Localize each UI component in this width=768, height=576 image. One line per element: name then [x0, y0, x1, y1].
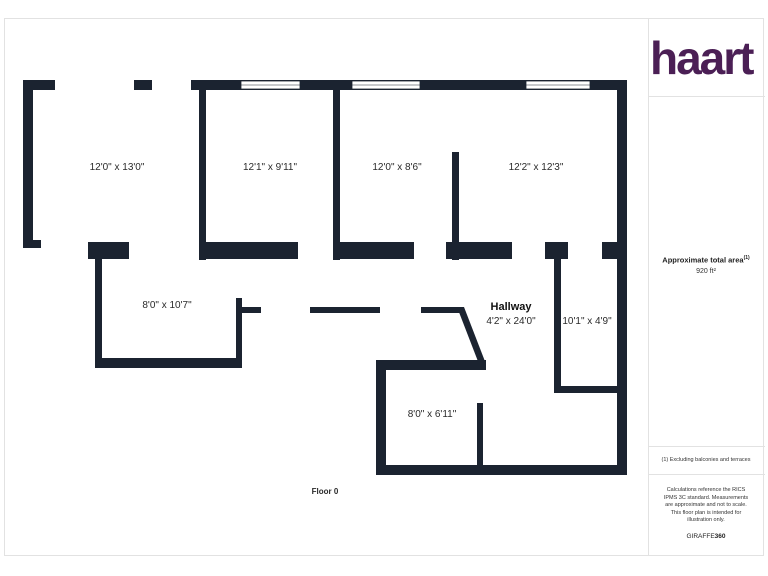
wall	[376, 465, 627, 475]
walls	[23, 80, 627, 475]
plan-frame	[4, 18, 764, 556]
wall	[554, 386, 627, 393]
floor-plan	[23, 80, 627, 475]
disclaimer: Calculations reference the RICS IPMS 3C …	[663, 487, 749, 523]
room-dimensions-5: 8'0" x 10'7"	[142, 300, 192, 311]
wall	[88, 242, 129, 259]
wall	[421, 307, 463, 313]
credit-suffix: 360	[714, 533, 726, 540]
area-superscript: (1)	[743, 255, 750, 261]
floor-label: Floor 0	[311, 487, 339, 496]
wall	[617, 80, 627, 475]
wall	[376, 360, 486, 370]
area-label: Approximate total area(1)	[652, 255, 760, 265]
haart-logo: haart	[650, 32, 754, 84]
wall	[236, 298, 242, 368]
wall	[95, 242, 102, 368]
wall	[134, 80, 152, 90]
wall	[452, 152, 459, 260]
area-value: 920 ft²	[696, 268, 716, 275]
room-dimensions-2: 12'1" x 9'11"	[242, 162, 298, 173]
area-label-text: Approximate total area	[662, 255, 744, 265]
giraffe360-credit: GIRAFFE360	[652, 533, 760, 540]
wall	[199, 242, 298, 259]
wall	[446, 242, 512, 259]
room-dimensions-1: 12'0" x 13'0"	[89, 162, 145, 173]
wall	[333, 80, 340, 260]
wall	[95, 358, 242, 368]
wall	[23, 80, 55, 90]
room-dimensions-7: 10'1" x 4'9"	[562, 316, 612, 327]
wall	[477, 403, 483, 465]
room-dimensions-8: 8'0" x 6'11"	[407, 409, 457, 420]
info-sidebar	[648, 18, 765, 556]
wall	[23, 80, 33, 248]
logo-section	[649, 18, 765, 97]
wall	[23, 240, 41, 248]
room-dimensions-3: 12'0" x 8'6"	[372, 162, 422, 173]
hallway-name: Hallway	[490, 301, 532, 313]
wall	[554, 242, 561, 392]
hallway-dimensions: 4'2" x 24'0"	[486, 316, 536, 327]
windows	[240, 80, 591, 90]
wall	[236, 307, 261, 313]
footnote-section	[649, 446, 765, 475]
wall	[333, 242, 414, 259]
wall	[376, 360, 386, 475]
wall	[602, 242, 627, 259]
wall	[199, 80, 206, 260]
credit-prefix: GIRAFFE	[686, 533, 715, 540]
wall	[310, 307, 380, 313]
room-dimensions-4: 12'2" x 12'3"	[508, 162, 564, 173]
footnote: (1) Excluding balconies and terraces	[661, 457, 751, 463]
area-section	[649, 96, 765, 447]
wall	[457, 307, 486, 364]
